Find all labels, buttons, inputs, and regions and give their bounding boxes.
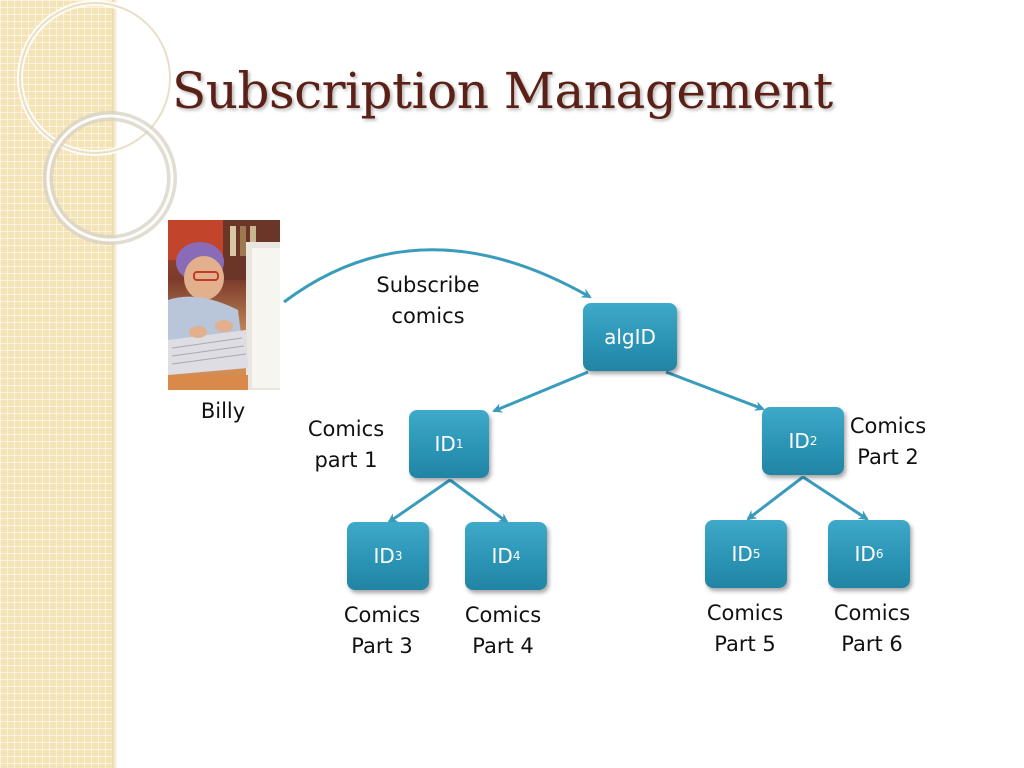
caption-id5-line1: Comics — [706, 601, 784, 625]
arrow-root-id2 — [665, 370, 765, 411]
decorative-circles — [17, 0, 177, 245]
caption-id2: Comics Part 2 — [840, 411, 936, 473]
node-id3-base: ID — [373, 544, 395, 568]
caption-id1: Comics part 1 — [298, 414, 394, 476]
caption-id5: Comics Part 5 — [697, 598, 793, 660]
node-id5-sub: 5 — [752, 547, 761, 561]
node-id2-base: ID — [788, 429, 810, 453]
caption-id2-line1: Comics — [849, 414, 927, 438]
user-photo — [168, 220, 280, 390]
caption-id3: Comics Part 3 — [334, 600, 430, 662]
subscribe-label: Subscribe comics — [368, 270, 488, 332]
subscribe-label-line2: comics — [391, 304, 465, 328]
caption-id4: Comics Part 4 — [455, 600, 551, 662]
node-id5-base: ID — [731, 542, 753, 566]
arrow-root-id1 — [492, 370, 589, 413]
caption-id1-line1: Comics — [307, 417, 385, 441]
node-id3-sub: 3 — [394, 549, 403, 563]
node-id1-sub: 1 — [455, 437, 464, 451]
caption-id3-line2: Part 3 — [351, 634, 413, 658]
slide-title: Subscription Management — [172, 62, 833, 120]
node-id6-sub: 6 — [875, 547, 884, 561]
caption-id4-line1: Comics — [464, 603, 542, 627]
arrow-id2-id6 — [802, 475, 869, 521]
side-panel-edge — [112, 0, 118, 768]
caption-id6-line1: Comics — [833, 601, 911, 625]
caption-id1-line2: part 1 — [314, 448, 378, 472]
node-id4-sub: 4 — [512, 549, 521, 563]
caption-id6: Comics Part 6 — [824, 598, 920, 660]
node-algid: algID — [583, 303, 677, 371]
node-id1-base: ID — [434, 432, 456, 456]
arrow-id1-id3 — [387, 478, 451, 524]
node-id2-sub: 2 — [809, 434, 818, 448]
caption-id4-line2: Part 4 — [472, 634, 534, 658]
user-name-label: Billy — [200, 399, 246, 423]
arrow-id1-id4 — [449, 478, 509, 524]
caption-id2-line2: Part 2 — [857, 445, 919, 469]
subscribe-arrow — [283, 248, 592, 304]
node-algid-label: algID — [604, 325, 656, 349]
subscribe-label-line1: Subscribe — [376, 273, 480, 297]
node-id4-base: ID — [491, 544, 513, 568]
arrow-id2-id5 — [746, 475, 804, 521]
caption-id3-line1: Comics — [343, 603, 421, 627]
caption-id5-line2: Part 5 — [714, 632, 776, 656]
caption-id6-line2: Part 6 — [841, 632, 903, 656]
side-panel-background — [0, 0, 112, 768]
node-id6-base: ID — [854, 542, 876, 566]
